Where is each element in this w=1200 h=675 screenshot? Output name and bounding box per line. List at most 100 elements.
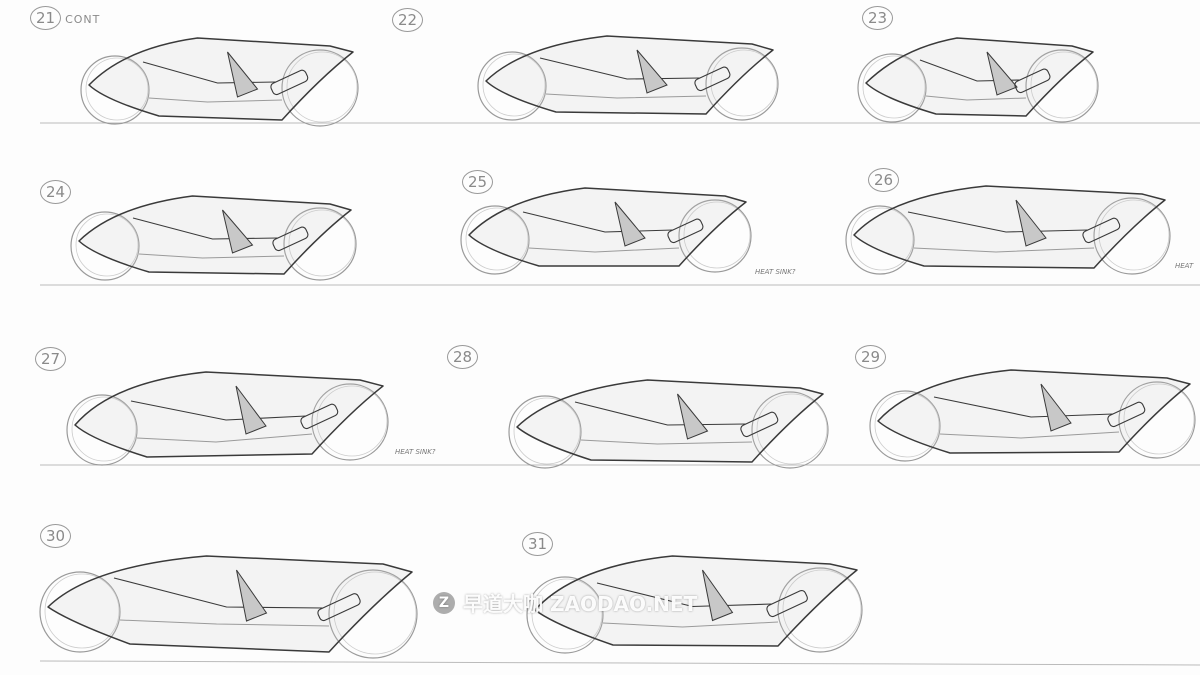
- panel-line: [933, 396, 1114, 418]
- wheel-stroke: [850, 207, 914, 271]
- front-wheel: [845, 205, 915, 275]
- panel-line: [136, 433, 313, 443]
- motorcycle-sketch-31: [526, 555, 863, 654]
- panel-line: [939, 431, 1120, 439]
- rear-wheel: [751, 391, 829, 469]
- front-wheel: [477, 51, 547, 121]
- sketch-suffix: CONT: [65, 13, 101, 26]
- swing-arm: [1082, 217, 1121, 244]
- shaded-panel: [236, 569, 268, 622]
- front-wheel: [460, 205, 530, 275]
- motorcycle-sketch-27: [66, 371, 389, 466]
- swing-arm: [1014, 68, 1051, 94]
- wheel-stroke: [75, 213, 139, 277]
- panel-line: [119, 619, 330, 627]
- motorcycle-sketch-28: [508, 379, 829, 469]
- shaded-panel: [986, 51, 1018, 96]
- motorcycle-sketch-21: [80, 37, 359, 127]
- sketch-number: 24: [40, 180, 72, 204]
- wheel-stroke: [71, 396, 137, 462]
- front-wheel: [857, 53, 927, 123]
- swing-arm: [667, 218, 704, 244]
- wheel-stroke: [862, 55, 926, 119]
- panel-line: [907, 211, 1089, 233]
- sketch-number-label: 26: [868, 168, 900, 192]
- watermark-logo-icon: Z: [433, 591, 455, 614]
- wheel-stroke: [513, 397, 581, 465]
- sketch-number-label: 25: [462, 170, 494, 194]
- panel-line: [528, 247, 680, 253]
- wheel-stroke: [333, 571, 417, 655]
- sketch-number: 22: [392, 8, 424, 32]
- panel-line: [602, 621, 779, 628]
- body-outline: [516, 379, 824, 463]
- motorcycle-sketch-22: [477, 35, 779, 121]
- watermark: Z 早道大咖 ZAODAO.NET: [433, 588, 697, 617]
- swing-arm: [272, 226, 309, 252]
- rear-wheel: [281, 49, 359, 127]
- body-outline: [74, 371, 384, 458]
- rear-wheel: [1025, 49, 1099, 123]
- sketch-number-label: 27: [35, 347, 67, 371]
- wheel-stroke: [1123, 383, 1195, 455]
- front-wheel: [869, 390, 941, 462]
- body-outline: [47, 555, 413, 653]
- panel-line: [148, 97, 283, 103]
- sketch-annotation: HEAT: [1175, 262, 1194, 270]
- panel-line: [545, 93, 707, 99]
- wheel-stroke: [756, 393, 828, 465]
- panel-line: [132, 217, 279, 240]
- sketch-number-label: 23: [862, 6, 894, 30]
- shaded-panel: [614, 201, 646, 247]
- panel-line: [539, 57, 701, 80]
- wheel-stroke: [1030, 51, 1098, 119]
- body-outline: [468, 187, 747, 267]
- shaded-panel: [1040, 383, 1072, 432]
- swing-arm: [694, 66, 731, 92]
- wheel-stroke: [465, 207, 529, 271]
- rear-wheel: [1118, 381, 1196, 459]
- rear-wheel: [705, 47, 779, 121]
- front-wheel: [508, 395, 582, 469]
- front-wheel: [66, 394, 138, 466]
- front-wheel: [70, 211, 140, 281]
- front-wheel: [80, 55, 150, 125]
- panel-line: [142, 61, 277, 84]
- motorcycle-sketch-25: [460, 187, 752, 275]
- sketch-number: 29: [855, 345, 887, 369]
- sketch-number-label: 30: [40, 524, 72, 548]
- swing-arm: [740, 411, 779, 438]
- sketch-number: 31: [522, 532, 554, 556]
- front-wheel: [39, 571, 121, 653]
- swing-arm: [766, 589, 808, 618]
- body-outline: [877, 369, 1191, 454]
- wheel-stroke: [782, 569, 862, 649]
- shaded-panel: [702, 569, 734, 622]
- panel-line: [113, 577, 324, 609]
- wheel-stroke: [683, 201, 751, 269]
- body-outline: [88, 37, 354, 121]
- sketch-number: 30: [40, 524, 72, 548]
- motorcycle-sketch-30: [39, 555, 418, 659]
- body-outline: [853, 185, 1166, 269]
- sketch-annotation: HEAT SINK?: [755, 268, 796, 276]
- swing-arm: [300, 403, 339, 430]
- motorcycle-sketch-26: [845, 185, 1171, 275]
- motorcycle-sketch-24: [70, 195, 357, 281]
- sketch-number-label: 22: [392, 8, 424, 32]
- panel-line: [580, 439, 753, 445]
- motorcycle-sketch-23: [857, 37, 1099, 123]
- panel-line: [925, 95, 1027, 101]
- panel-line: [522, 211, 674, 233]
- wheel-stroke: [288, 209, 356, 277]
- sketch-number-label: 31: [522, 532, 554, 556]
- sketch-number: 28: [447, 345, 479, 369]
- rear-wheel: [1093, 197, 1171, 275]
- rear-wheel: [283, 207, 357, 281]
- body-outline: [865, 37, 1094, 117]
- rear-wheel: [777, 567, 863, 653]
- wheel-stroke: [1098, 199, 1170, 271]
